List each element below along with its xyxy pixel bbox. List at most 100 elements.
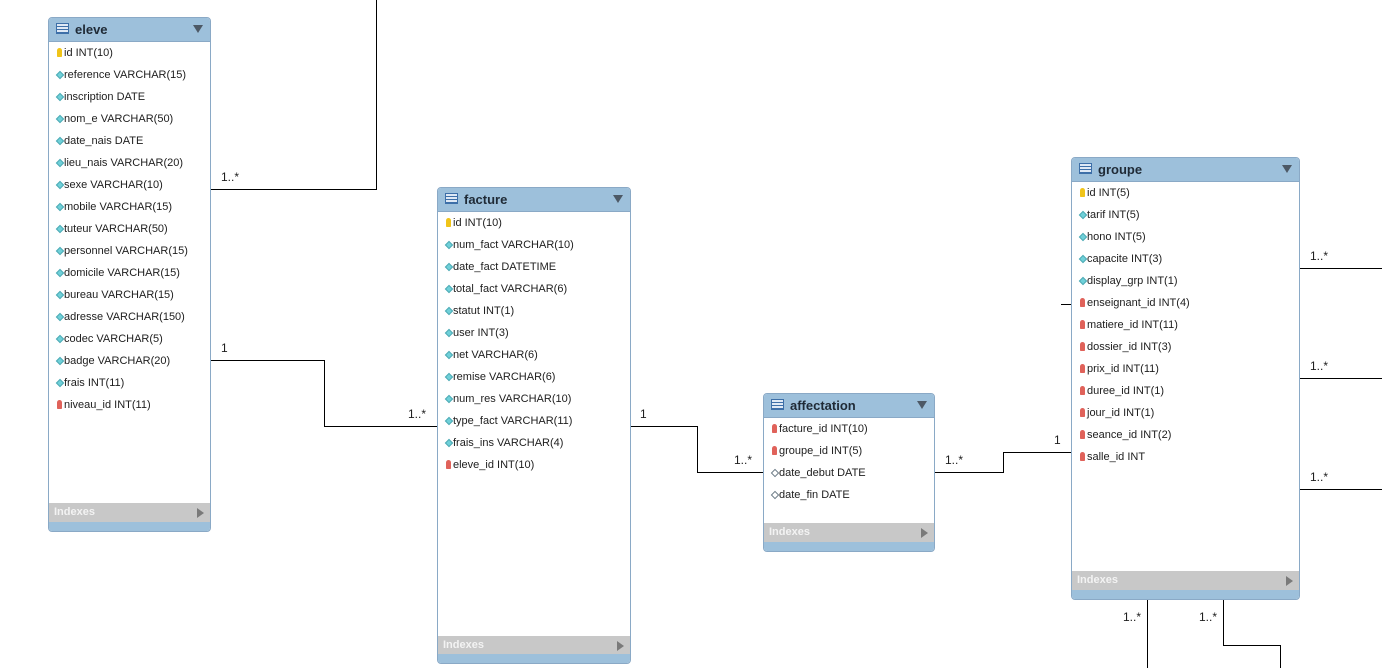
column-label: display_grp INT(1) <box>1087 275 1178 287</box>
column-icon <box>55 92 65 102</box>
column-label: facture_id INT(10) <box>779 423 868 435</box>
table-column[interactable]: id INT(5) <box>1072 183 1299 205</box>
foreign-key-icon <box>1080 430 1085 439</box>
table-column[interactable]: tuteur VARCHAR(50) <box>49 219 210 241</box>
table-column[interactable]: badge VARCHAR(20) <box>49 351 210 373</box>
table-header[interactable]: facture <box>438 188 630 212</box>
column-icon <box>1078 276 1088 286</box>
table-header[interactable]: eleve <box>49 18 210 42</box>
table-column[interactable]: date_nais DATE <box>49 131 210 153</box>
column-icon <box>55 290 65 300</box>
expand-arrow-icon[interactable] <box>617 641 624 651</box>
table-column[interactable]: display_grp INT(1) <box>1072 271 1299 293</box>
table-column[interactable]: mobile VARCHAR(15) <box>49 197 210 219</box>
table-column[interactable]: date_debut DATE <box>764 463 934 485</box>
column-icon <box>444 284 454 294</box>
table-column[interactable]: domicile VARCHAR(15) <box>49 263 210 285</box>
column-label: date_fin DATE <box>779 489 850 501</box>
table-column[interactable]: date_fin DATE <box>764 485 934 507</box>
table-column[interactable]: enseignant_id INT(4) <box>1072 293 1299 315</box>
table-column[interactable]: num_res VARCHAR(10) <box>438 389 630 411</box>
table-column[interactable]: dossier_id INT(3) <box>1072 337 1299 359</box>
column-icon <box>444 328 454 338</box>
column-label: mobile VARCHAR(15) <box>64 201 172 213</box>
collapse-arrow-icon[interactable] <box>613 195 623 203</box>
table-column[interactable]: matiere_id INT(11) <box>1072 315 1299 337</box>
table-column[interactable]: remise VARCHAR(6) <box>438 367 630 389</box>
table-column[interactable]: hono INT(5) <box>1072 227 1299 249</box>
table-column[interactable]: niveau_id INT(11) <box>49 395 210 417</box>
column-label: duree_id INT(1) <box>1087 385 1165 397</box>
table-column[interactable]: net VARCHAR(6) <box>438 345 630 367</box>
table-column[interactable]: personnel VARCHAR(15) <box>49 241 210 263</box>
table-column[interactable]: jour_id INT(1) <box>1072 403 1299 425</box>
column-label: eleve_id INT(10) <box>453 459 535 471</box>
table-column[interactable]: reference VARCHAR(15) <box>49 65 210 87</box>
table-column[interactable]: capacite INT(3) <box>1072 249 1299 271</box>
table-column[interactable]: nom_e VARCHAR(50) <box>49 109 210 131</box>
column-icon <box>444 438 454 448</box>
table-column[interactable]: statut INT(1) <box>438 301 630 323</box>
expand-arrow-icon[interactable] <box>197 508 204 518</box>
column-label: groupe_id INT(5) <box>779 445 863 457</box>
table-column[interactable]: salle_id INT <box>1072 447 1299 469</box>
cardinality-label: 1..* <box>1310 359 1329 373</box>
table-column[interactable]: id INT(10) <box>438 213 630 235</box>
table-column[interactable]: eleve_id INT(10) <box>438 455 630 477</box>
table-column[interactable]: date_fact DATETIME <box>438 257 630 279</box>
table-eleve[interactable]: eleve id INT(10)reference VARCHAR(15)ins… <box>48 17 211 532</box>
indexes-label: Indexes <box>54 506 95 518</box>
eleve-facture-relationship-line <box>211 360 438 427</box>
table-header[interactable]: affectation <box>764 394 934 418</box>
indexes-bar[interactable]: Indexes <box>49 503 210 523</box>
table-column[interactable]: codec VARCHAR(5) <box>49 329 210 351</box>
table-column[interactable]: seance_id INT(2) <box>1072 425 1299 447</box>
table-column[interactable]: total_fact VARCHAR(6) <box>438 279 630 301</box>
table-footer <box>49 522 210 531</box>
table-facture[interactable]: facture id INT(10) num_fact VARCHAR(10) da… <box>437 187 631 664</box>
table-column[interactable]: tarif INT(5) <box>1072 205 1299 227</box>
indexes-bar[interactable]: Indexes <box>1072 571 1299 591</box>
indexes-label: Indexes <box>443 639 484 651</box>
table-column[interactable]: frais_ins VARCHAR(4) <box>438 433 630 455</box>
table-column[interactable]: bureau VARCHAR(15) <box>49 285 210 307</box>
column-label: prix_id INT(11) <box>1087 363 1159 375</box>
cardinality-label: 1..* <box>1123 610 1142 624</box>
column-icon <box>55 202 65 212</box>
collapse-arrow-icon[interactable] <box>193 25 203 33</box>
indexes-bar[interactable]: Indexes <box>764 523 934 543</box>
table-column[interactable]: type_fact VARCHAR(11) <box>438 411 630 433</box>
table-column[interactable]: user INT(3) <box>438 323 630 345</box>
table-column[interactable]: num_fact VARCHAR(10) <box>438 235 630 257</box>
table-column[interactable]: prix_id INT(11) <box>1072 359 1299 381</box>
table-column[interactable]: adresse VARCHAR(150) <box>49 307 210 329</box>
table-column[interactable]: duree_id INT(1) <box>1072 381 1299 403</box>
column-label: hono INT(5) <box>1087 231 1146 243</box>
groupe-bottom-relationship-line-2 <box>1223 600 1281 668</box>
column-label: date_debut DATE <box>779 467 866 479</box>
table-column[interactable]: facture_id INT(10) <box>764 419 934 441</box>
cardinality-label: 1..* <box>1199 610 1218 624</box>
table-column[interactable]: id INT(10) <box>49 43 210 65</box>
column-label: salle_id INT <box>1087 451 1146 463</box>
table-groupe[interactable]: groupe id INT(5)tarif INT(5) hono INT(5) c… <box>1071 157 1300 600</box>
collapse-arrow-icon[interactable] <box>917 401 927 409</box>
table-column[interactable]: groupe_id INT(5) <box>764 441 934 463</box>
table-affectation[interactable]: affectation facture_id INT(10) groupe_id … <box>763 393 935 552</box>
column-icon <box>55 312 65 322</box>
table-column[interactable]: frais INT(11) <box>49 373 210 395</box>
column-icon <box>55 180 65 190</box>
column-label: num_fact VARCHAR(10) <box>453 239 574 251</box>
indexes-bar[interactable]: Indexes <box>438 636 630 656</box>
column-label: date_nais DATE <box>64 135 144 147</box>
table-footer <box>1072 590 1299 599</box>
expand-arrow-icon[interactable] <box>1286 576 1293 586</box>
table-header[interactable]: groupe <box>1072 158 1299 182</box>
table-column[interactable]: sexe VARCHAR(10) <box>49 175 210 197</box>
table-footer <box>438 654 630 663</box>
table-column[interactable]: inscription DATE <box>49 87 210 109</box>
expand-arrow-icon[interactable] <box>921 528 928 538</box>
table-column[interactable]: lieu_nais VARCHAR(20) <box>49 153 210 175</box>
column-label: codec VARCHAR(5) <box>64 333 163 345</box>
collapse-arrow-icon[interactable] <box>1282 165 1292 173</box>
